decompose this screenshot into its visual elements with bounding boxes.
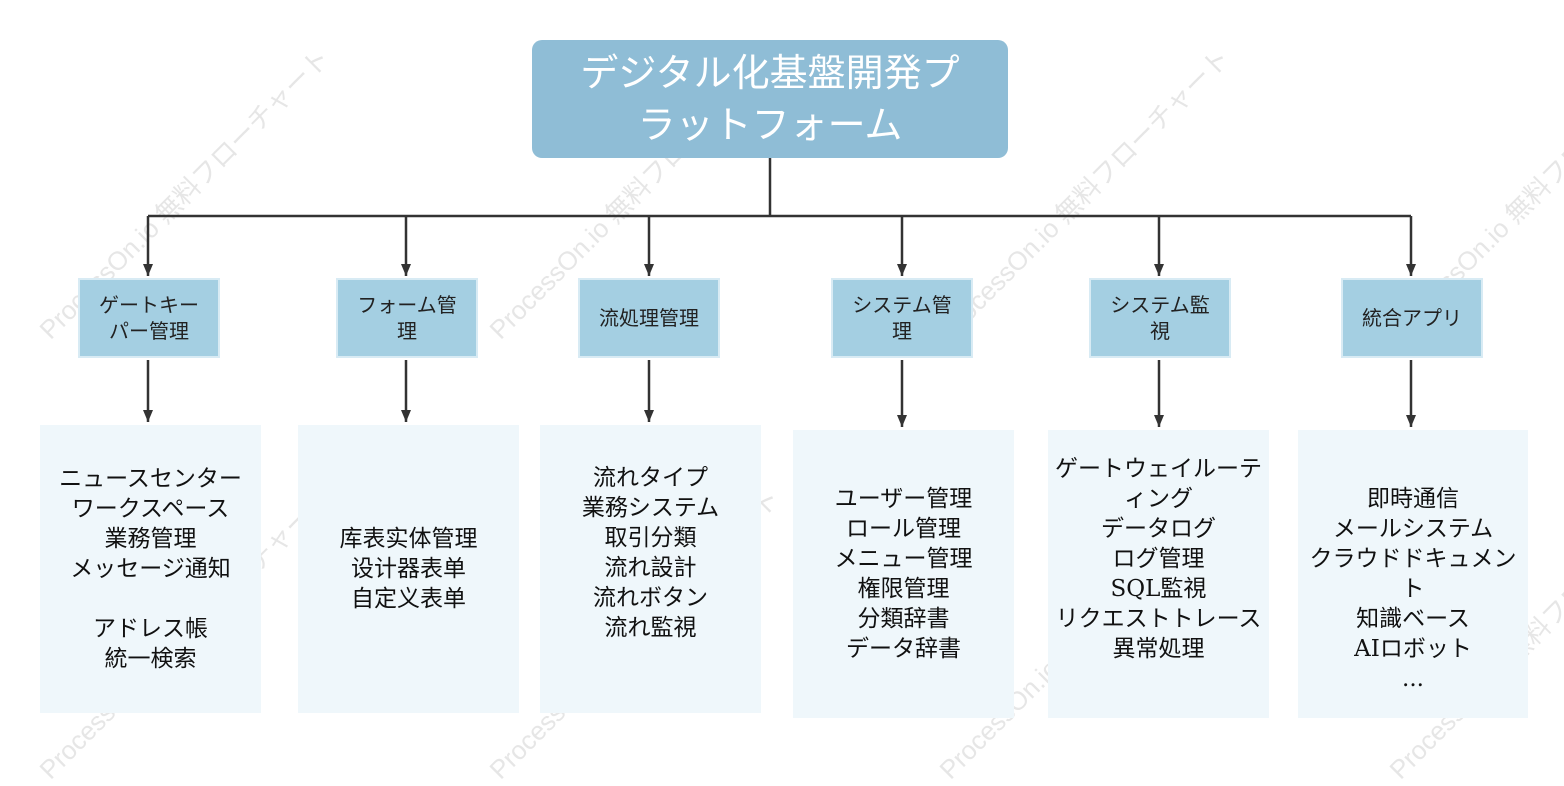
items-box-form-management: 库表实体管理 设计器表单 自定义表单 — [298, 425, 519, 713]
category-node-form-management: フォーム管 理 — [336, 278, 478, 358]
list-item: データログ — [1101, 516, 1216, 542]
list-item: SQL監視 — [1110, 576, 1207, 602]
category-title-line: システム監 — [1110, 293, 1210, 317]
list-item: 即時通信 — [1367, 486, 1459, 512]
list-item: メッセージ通知 — [70, 556, 231, 582]
list-item: AIロボット — [1354, 636, 1472, 662]
list-item: ログ管理 — [1112, 546, 1205, 572]
category-node-system-management: システム管 理 — [831, 278, 973, 358]
list-item: ゲートウェイルーテ — [1055, 456, 1262, 482]
list-item: 知識ベース — [1356, 606, 1470, 632]
category-node-system-monitoring: システム監 視 — [1089, 278, 1231, 358]
list-item: メールシステム — [1332, 516, 1494, 542]
category-title-line: 統合アプリ — [1362, 306, 1462, 330]
category-title-line: システム管 — [852, 293, 952, 317]
root-title-line-1: デジタル化基盤開発プ — [580, 51, 960, 95]
items-box-integrated-apps: 即時通信 メールシステム クラウドドキュメン ト 知識ベース AIロボット ..… — [1298, 430, 1528, 718]
list-item: 異常処理 — [1112, 636, 1205, 662]
category-title-line: 視 — [1150, 319, 1170, 343]
list-item: ロール管理 — [846, 516, 961, 542]
category-title-line: 流処理管理 — [599, 306, 699, 330]
category-node-gatekeeper: ゲートキー パー管理 — [78, 278, 220, 358]
list-item: クラウドドキュメン — [1309, 546, 1517, 572]
list-item: 業務システム — [581, 495, 720, 521]
root-title-line-2: ラットフォーム — [637, 103, 903, 147]
list-item: 取引分類 — [604, 525, 697, 551]
list-item: ニュースセンター — [59, 466, 242, 492]
list-item: 流れタイプ — [593, 465, 708, 491]
list-item: 流れ監視 — [604, 615, 697, 641]
root-node: デジタル化基盤開発プ ラットフォーム — [532, 40, 1008, 158]
list-item: リクエストトレース — [1055, 606, 1262, 632]
list-item: ... — [1402, 666, 1424, 692]
category-title-line: 理 — [397, 319, 417, 343]
list-item: データ辞書 — [846, 636, 961, 662]
list-item: ト — [1401, 576, 1425, 602]
list-item: ィング — [1124, 486, 1193, 512]
category-title-line: ゲートキー — [99, 293, 199, 317]
connector-lines — [143, 158, 1416, 427]
list-item: 権限管理 — [857, 576, 950, 602]
list-item: 流れボタン — [593, 585, 708, 611]
category-title-line: パー管理 — [109, 319, 189, 343]
list-item: 統一検索 — [104, 646, 197, 672]
category-title-line: フォーム管 — [357, 293, 457, 317]
list-item: 業務管理 — [104, 526, 197, 552]
list-item: 自定义表单 — [351, 586, 466, 612]
category-node-integrated-apps: 統合アプリ — [1341, 278, 1483, 358]
list-item: 库表实体管理 — [339, 526, 478, 552]
list-item: 分類辞書 — [857, 606, 950, 632]
items-box-flow-management: 流れタイプ 業務システム 取引分類 流れ設計 流れボタン 流れ監視 — [540, 425, 761, 713]
items-box-system-management: ユーザー管理 ロール管理 メニュー管理 権限管理 分類辞書 データ辞書 — [793, 430, 1014, 718]
category-title-line: 理 — [892, 319, 912, 343]
list-item: メニュー管理 — [834, 546, 973, 572]
category-node-flow-management: 流処理管理 — [578, 278, 720, 358]
list-item: ユーザー管理 — [834, 486, 973, 512]
list-item: 设计器表单 — [351, 556, 466, 582]
items-box-system-monitoring: ゲートウェイルーテ ィング データログ ログ管理 SQL監視 リクエストトレース… — [1048, 430, 1269, 718]
list-item: 流れ設計 — [604, 555, 697, 581]
list-item: アドレス帳 — [93, 616, 208, 642]
list-item: ワークスペース — [71, 496, 230, 522]
items-box-gatekeeper: ニュースセンター ワークスペース 業務管理 メッセージ通知 アドレス帳 統一検索 — [40, 425, 261, 713]
